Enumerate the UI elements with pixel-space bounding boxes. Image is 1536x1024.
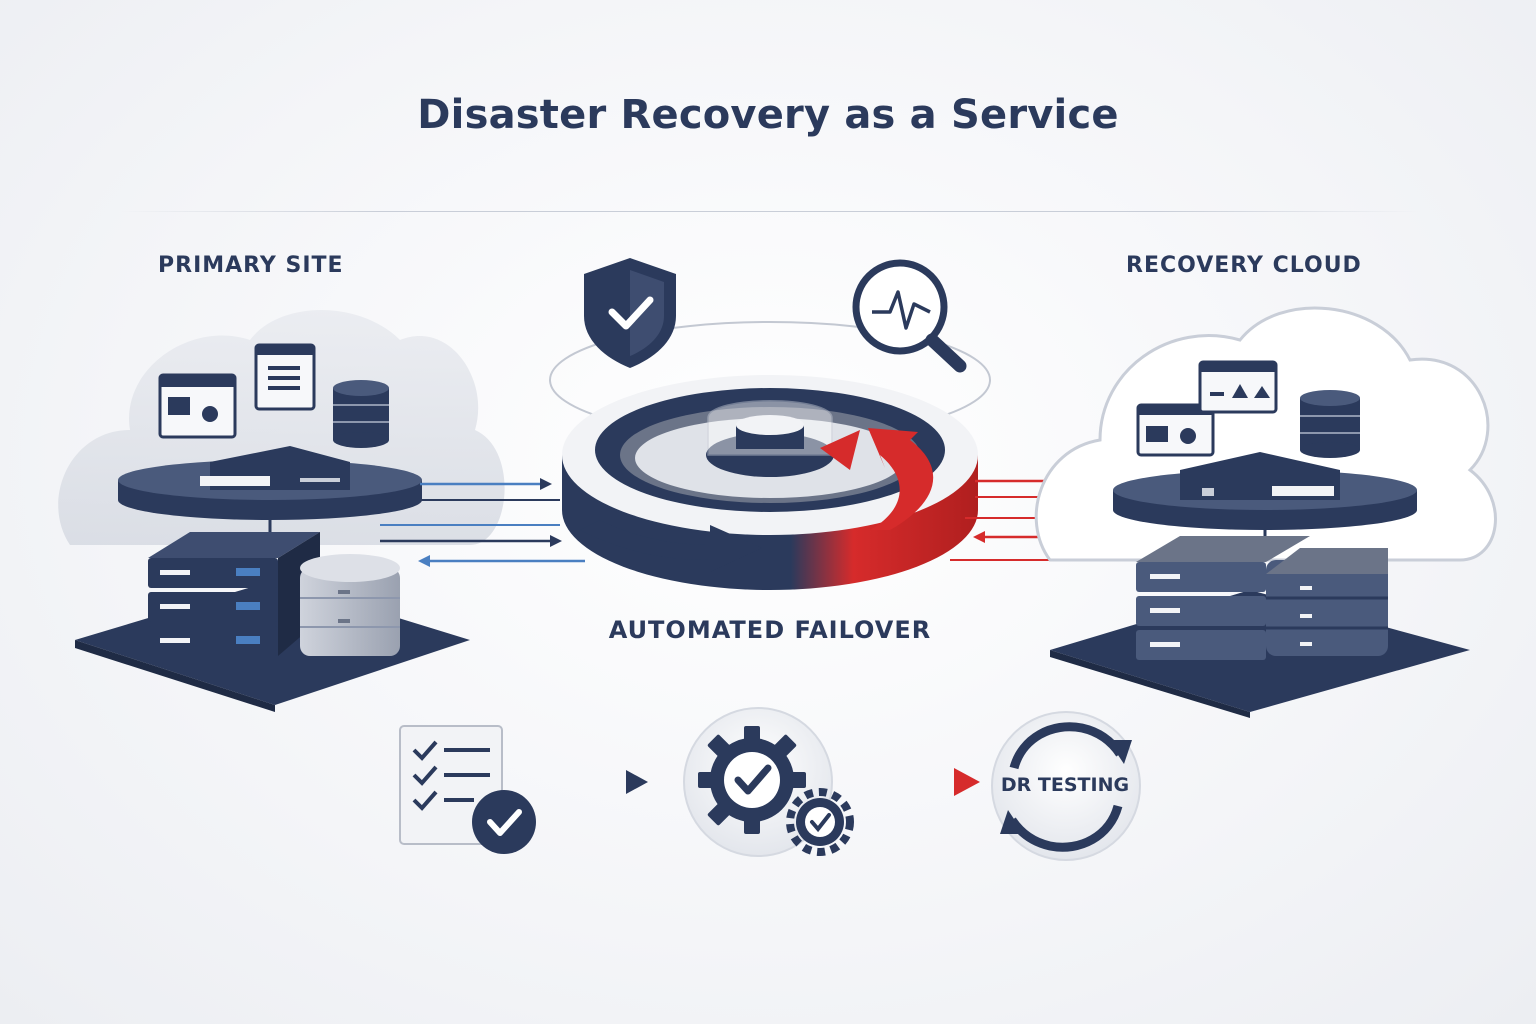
- app-window-icon: [158, 373, 237, 439]
- replication-arrows-left: [380, 478, 585, 567]
- recovery-cloud-group: [1034, 306, 1497, 718]
- cloud-app-window-icon: [1198, 360, 1278, 414]
- recovery-platform: [1113, 452, 1417, 560]
- step-arrow-1: [520, 770, 648, 794]
- primary-platform: [118, 446, 422, 560]
- refresh-cycle-icon: [991, 711, 1141, 861]
- primary-site-group: [58, 310, 505, 712]
- gears-check-icon: [683, 707, 854, 857]
- server-rack: [148, 532, 320, 656]
- automated-failover-label: AUTOMATED FAILOVER: [608, 616, 932, 644]
- monitoring-magnifier-icon: [852, 259, 967, 373]
- checklist-icon: [399, 725, 536, 854]
- storage-cylinder: [300, 554, 400, 656]
- server-rack: [1136, 536, 1310, 660]
- database-icon: [333, 380, 389, 448]
- document-window-icon: [254, 343, 316, 411]
- page-title: Disaster Recovery as a Service: [417, 92, 1119, 138]
- database-icon: [1300, 390, 1360, 458]
- dr-testing-label: DR TESTING: [1000, 774, 1130, 796]
- top-divider: [120, 211, 1420, 212]
- failover-hub: [549, 321, 991, 590]
- step-arrow-2: [860, 768, 980, 796]
- storage-cylinder: [1266, 548, 1388, 656]
- primary-site-label: PRIMARY SITE: [158, 253, 344, 278]
- shield-check-icon: [584, 258, 676, 368]
- app-window-icon: [1136, 403, 1215, 457]
- recovery-cloud-label: RECOVERY CLOUD: [1126, 253, 1362, 278]
